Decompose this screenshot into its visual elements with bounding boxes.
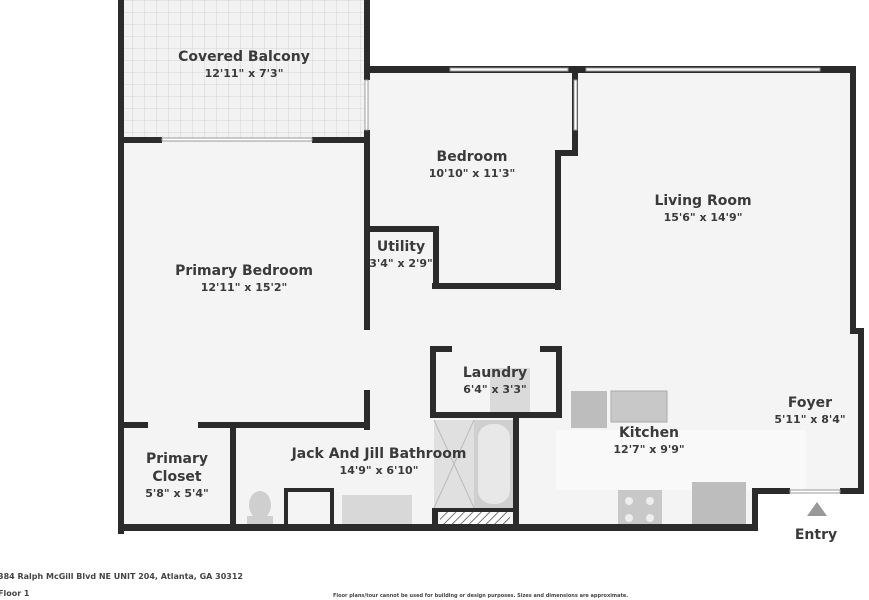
room-living-room: Living Room 15'6" x 14'9" — [654, 192, 751, 225]
sink — [610, 390, 668, 423]
refrigerator — [692, 482, 746, 528]
washer — [490, 368, 530, 412]
room-kitchen: Kitchen 12'7" x 9'9" — [613, 424, 684, 457]
room-primary-bedroom: Primary Bedroom 12'11" x 15'2" — [175, 262, 313, 295]
disclaimer: Floor plans/tour cannot be used for buil… — [333, 593, 629, 599]
room-laundry: Laundry 6'4" x 3'3" — [463, 364, 527, 397]
room-jack-and-jill-bathroom: Jack And Jill Bathroom 14'9" x 6'10" — [292, 445, 467, 478]
room-name: Bedroom — [436, 149, 508, 165]
room-name: Primary Bedroom — [175, 263, 313, 279]
room-name: Kitchen — [618, 425, 680, 441]
room-name: Primary — [145, 451, 209, 467]
kitchen-counter-area — [556, 430, 806, 490]
room-dims: 5'11" x 8'4" — [774, 413, 846, 426]
room-dims: 6'4" x 3'3" — [463, 383, 527, 396]
dishwasher — [571, 391, 607, 428]
floor-label: Floor 1 — [0, 589, 30, 598]
room-name: Closet — [152, 469, 202, 485]
windows — [161, 67, 841, 494]
room-utility: Utility 3'4" x 2'9" — [369, 238, 433, 271]
entry-label: Entry — [794, 527, 838, 543]
room-dims: 12'7" x 9'9" — [613, 443, 685, 456]
address: 384 Ralph McGill Blvd NE UNIT 204, Atlan… — [0, 572, 243, 581]
room-dims: 5'8" x 5'4" — [145, 487, 209, 500]
room-primary-closet: Primary Closet 5'8" x 5'4" — [145, 450, 209, 501]
room-name: Foyer — [787, 395, 833, 411]
room-name: Jack And Jill Bathroom — [291, 446, 467, 462]
interior-floor — [122, 70, 860, 528]
vanity — [342, 495, 412, 528]
room-dims: 12'11" x 15'2" — [200, 281, 288, 294]
room-name: Covered Balcony — [178, 49, 310, 65]
room-name: Laundry — [462, 365, 528, 381]
room-foyer: Foyer 5'11" x 8'4" — [774, 394, 845, 427]
entry-arrow-icon — [807, 502, 827, 516]
room-name: Living Room — [654, 193, 752, 209]
room-bedroom: Bedroom 10'10" x 11'3" — [429, 148, 516, 181]
room-dims: 15'6" x 14'9" — [663, 211, 743, 224]
room-dims: 3'4" x 2'9" — [369, 257, 433, 270]
room-dims: 10'10" x 11'3" — [428, 167, 516, 180]
room-covered-balcony: Covered Balcony 12'11" x 7'3" — [178, 48, 310, 81]
toilet — [249, 491, 271, 519]
room-dims: 12'11" x 7'3" — [204, 67, 284, 80]
balcony-floor — [122, 0, 367, 140]
room-dims: 14'9" x 6'10" — [339, 464, 419, 477]
room-name: Utility — [376, 239, 426, 255]
hatched-shaft — [440, 512, 510, 526]
stove — [618, 490, 662, 528]
